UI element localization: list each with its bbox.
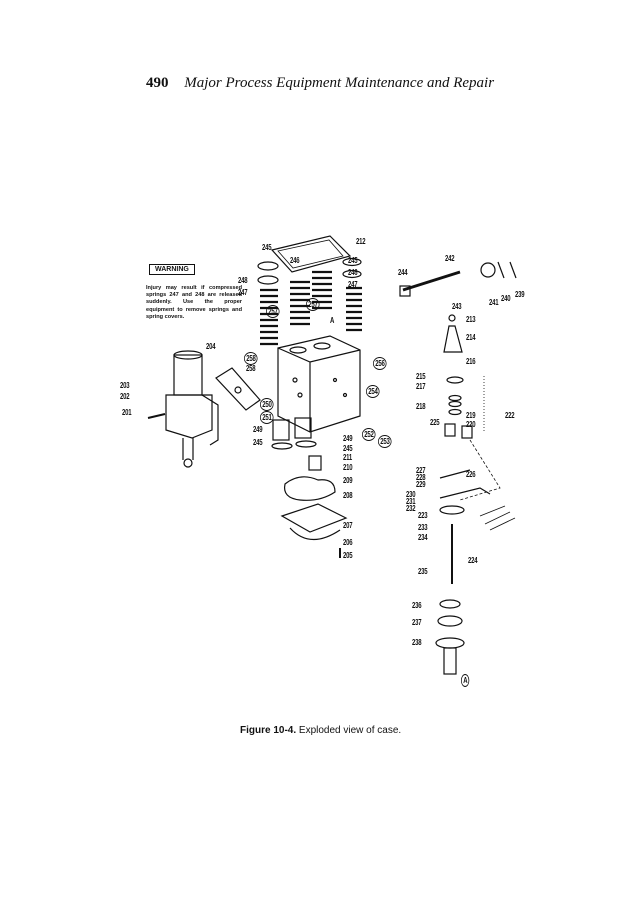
part-label: 220 [466,420,476,429]
part-label: 218 [416,402,426,411]
part-label: 217 [416,382,426,391]
part-label: 248 [238,276,248,285]
part-label: 227 [416,466,426,475]
valve-block [277,335,361,433]
part-label: 208 [343,491,353,500]
page-number: 490 [146,75,169,91]
part-label: 206 [343,538,353,547]
part-label: 232 [406,504,416,513]
part-label: 212 [356,237,366,246]
part-label: 201 [122,408,132,417]
actuator [147,350,219,468]
part-label: 213 [466,315,476,324]
part-label: 241 [489,298,499,307]
part-label: 209 [343,476,353,485]
part-label: 211 [343,453,353,462]
caption-text: Exploded view of case. [298,725,402,736]
part-label: 204 [206,342,216,351]
part-label: 238 [412,638,422,647]
part-label: 207 [343,521,353,530]
part-label: 252 [362,428,376,441]
lower-gasket [283,476,336,501]
part-label: 247 [348,280,358,289]
part-label: 202 [120,392,130,401]
part-label: 203 [120,381,130,390]
part-label: 249 [343,434,353,443]
page-header: 490 Major Process Equipment Maintenance … [146,75,494,92]
part-label: 235 [418,567,428,576]
part-label: 243 [452,302,462,311]
part-label: 245 [253,438,263,447]
part-label: 258 [244,352,258,365]
part-label: 215 [416,372,426,381]
part-label: 237 [412,618,422,627]
part-label: 231 [406,497,416,506]
part-label: 225 [430,418,440,427]
part-label: 222 [505,411,515,420]
part-label: 205 [343,551,353,560]
part-label: 214 [466,333,476,342]
part-label: 236 [412,601,422,610]
part-label: 257 [266,305,280,318]
running-title: Major Process Equipment Maintenance and … [184,75,495,91]
part-label: 247 [238,288,248,297]
part-label: 246 [290,256,300,265]
part-label: 234 [418,533,428,542]
part-label: 226 [466,470,476,479]
part-label: 228 [416,473,426,482]
warning-label: WARNING [149,264,195,275]
part-label: 257 [306,298,320,311]
part-label: 246 [348,268,358,277]
part-label: A [461,674,470,687]
part-label: 254 [366,385,380,398]
part-label: 242 [445,254,455,263]
part-label: 230 [406,490,416,499]
part-label: 223 [418,511,428,520]
part-label: 256 [373,357,387,370]
part-label: 219 [466,411,476,420]
part-label: 224 [468,556,478,565]
part-label: 216 [466,357,476,366]
part-label: 245 [348,256,358,265]
part-label: 229 [416,480,426,489]
warning-text: Injury may result if compressed springs … [146,285,242,320]
part-label: 249 [253,425,263,434]
part-label: 239 [515,290,525,299]
part-label: 245 [343,444,353,453]
part-label: 245 [262,243,272,252]
bottom-cover [280,503,348,533]
part-label: 244 [398,268,408,277]
figure-caption: Figure 10-4. Exploded view of case. [240,725,401,736]
part-label: A [330,316,335,325]
part-label: 253 [378,435,392,448]
part-label: 250 [260,398,274,411]
part-label: 240 [501,294,511,303]
part-label: 233 [418,523,428,532]
right-valve-stack [399,261,517,675]
part-label: 258 [246,364,256,373]
gasket-plate [215,367,261,411]
figure-number: Figure 10-4. [240,725,297,736]
cover-gasket [270,235,352,273]
part-label: 210 [343,463,353,472]
part-label: 251 [260,411,274,424]
